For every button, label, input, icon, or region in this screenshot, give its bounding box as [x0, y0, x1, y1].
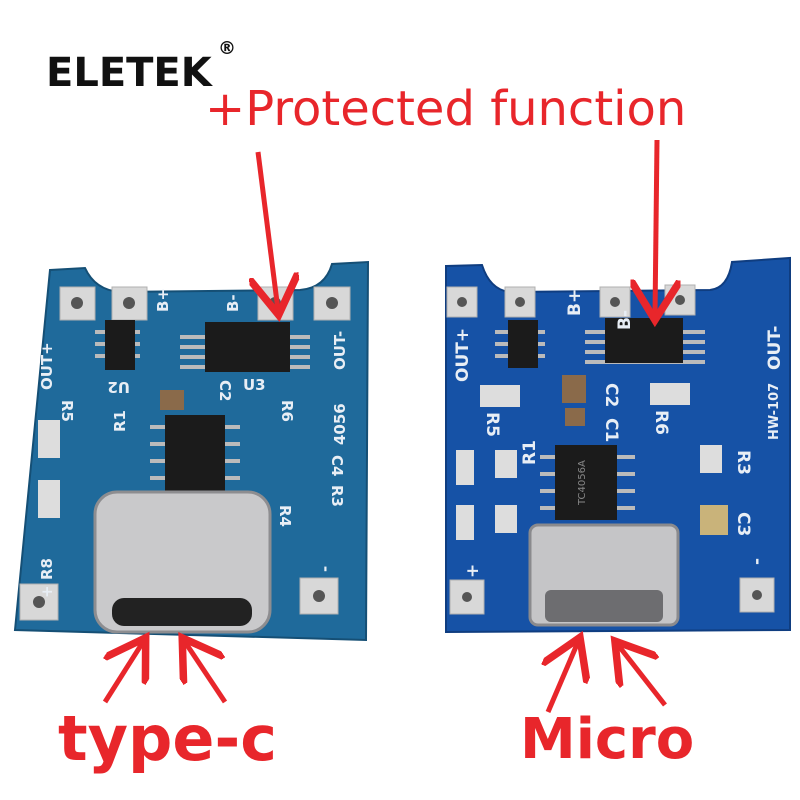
silk-r1: R1 [111, 410, 129, 432]
silk-r3: R3 [328, 485, 346, 507]
silk-out-plus: OUT+ [38, 342, 56, 390]
silk-model: 4056 [331, 403, 349, 445]
silk-plus: + [38, 585, 56, 598]
silk-r6: R6 [278, 400, 296, 422]
headline: +Protected function [205, 81, 686, 137]
charger-chip [555, 445, 617, 520]
silk-r5: R5 [482, 412, 502, 437]
silk-r1: R1 [520, 440, 540, 465]
silk-r6: R6 [651, 410, 671, 435]
silk-c3: C3 [733, 512, 753, 536]
arrow-right-protection [655, 139, 657, 315]
silk-r4: R4 [276, 505, 294, 527]
silk-minus: - [747, 558, 767, 565]
silk-out-minus: OUT- [765, 326, 785, 370]
silk-c2: C2 [216, 380, 234, 401]
charger-chip [165, 415, 225, 495]
silk-out-minus: OUT- [331, 331, 349, 370]
silk-u2: U2 [107, 378, 130, 396]
registered-mark: ® [218, 38, 236, 59]
arrow-typec-2 [185, 642, 228, 704]
silk-b-plus: B+ [565, 289, 585, 316]
silk-out-plus: OUT+ [453, 328, 473, 382]
silk-model: HW-107 [767, 383, 782, 440]
silk-b-plus: B+ [154, 288, 172, 312]
silk-c4: C4 [328, 455, 346, 476]
silk-u3: U3 [243, 376, 266, 394]
silk-c2: C2 [601, 383, 621, 407]
silk-b-minus: B- [224, 294, 242, 312]
arrow-left-protection [258, 151, 278, 310]
brand-logo: ELETEK [46, 50, 214, 96]
arrow-typec-1 [102, 642, 143, 704]
silk-r5: R5 [58, 400, 76, 422]
caption-micro: Micro [520, 707, 694, 772]
silk-minus: - [316, 566, 334, 572]
protection-chip [205, 322, 290, 372]
silk-r3: R3 [733, 450, 753, 475]
arrow-micro-2 [618, 645, 667, 707]
chip-u2 [105, 320, 135, 370]
silk-r8: R8 [38, 558, 56, 580]
right-board-micro: TC4056A B+ B- OUT+ OUT- HW-107 R5 R6 C2 … [445, 256, 791, 634]
arrows [102, 139, 667, 713]
silk-c1: C1 [601, 418, 621, 442]
chip-marking: TC4056A [577, 460, 588, 506]
left-board-typec: B+ B- OUT+ OUT- 4056 U2 U3 R5 R6 R1 C2 C… [13, 260, 370, 642]
silk-b-minus: B- [615, 310, 635, 330]
arrow-micro-1 [548, 642, 578, 713]
silk-plus: + [463, 564, 483, 578]
caption-typec: type-c [58, 702, 277, 775]
